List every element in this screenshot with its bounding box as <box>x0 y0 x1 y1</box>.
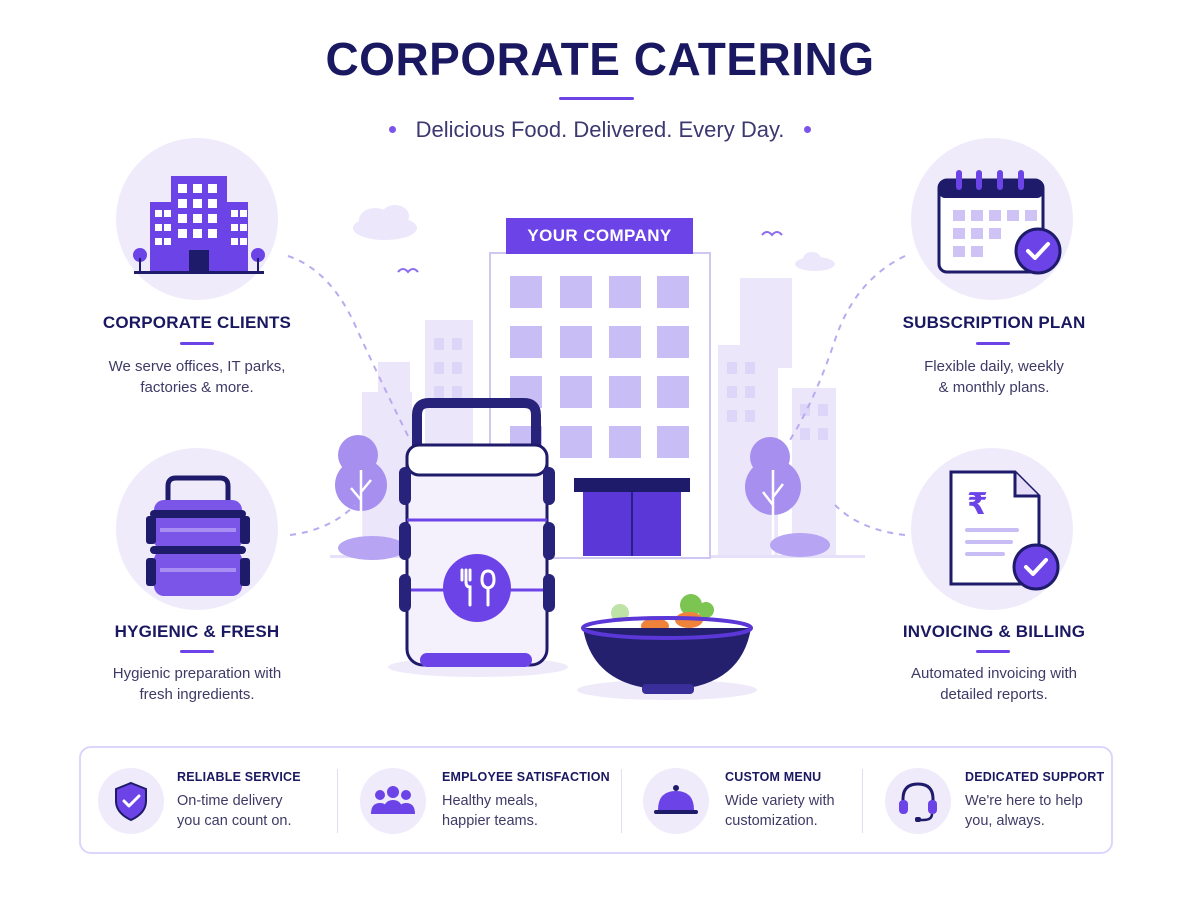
dedicated-support-desc-line-2: you, always. <box>965 813 1045 829</box>
corporate-clients-rule <box>180 342 214 345</box>
cloud-left <box>353 205 417 240</box>
title-underline <box>559 97 634 100</box>
custom-menu-desc-line-2: customization. <box>725 813 818 829</box>
subscription-plan-desc: Flexible daily, weekly & monthly plans. <box>874 356 1114 398</box>
bird-left-icon <box>397 268 419 274</box>
page-title: CORPORATE CATERING <box>325 33 875 85</box>
food-bowl <box>577 594 757 700</box>
employee-satisfaction-desc-line-2: happier teams. <box>442 813 538 829</box>
invoicing-billing-desc-line-2: detailed reports. <box>940 686 1048 703</box>
subscription-plan-title: SUBSCRIPTION PLAN <box>902 313 1086 332</box>
benefits-separator-2 <box>621 769 622 833</box>
dedicated-support-desc: We're here to help you, always. <box>965 791 1083 831</box>
company-sign <box>506 218 693 254</box>
shield-check-icon <box>115 781 147 822</box>
fork-spoon-icon <box>460 568 496 607</box>
tagline: Delicious Food. Delivered. Every Day. <box>0 117 1200 143</box>
tiffin-carrier <box>388 398 568 677</box>
custom-menu-desc-line-1: Wide variety with <box>725 793 835 809</box>
company-sign-text: YOUR COMPANY <box>527 226 672 245</box>
dedicated-support-title: DEDICATED SUPPORT <box>965 770 1105 784</box>
tree-right <box>745 437 830 557</box>
corporate-clients-title: CORPORATE CLIENTS <box>102 313 292 332</box>
hygienic-fresh-desc-line-1: Hygienic preparation with <box>112 665 282 682</box>
tiffin-box-icon <box>146 475 250 596</box>
invoicing-billing-desc: Automated invoicing with detailed report… <box>874 663 1114 705</box>
custom-menu-desc: Wide variety with customization. <box>725 791 835 831</box>
employee-satisfaction-desc-line-1: Healthy meals, <box>442 793 538 809</box>
subscription-plan-desc-line-1: Flexible daily, weekly <box>924 358 1064 375</box>
hygienic-fresh-rule <box>180 650 214 653</box>
tagline-text: Delicious Food. Delivered. Every Day. <box>415 117 785 142</box>
subscription-plan-rule <box>976 342 1010 345</box>
employee-satisfaction-title: EMPLOYEE SATISFACTION <box>442 770 610 784</box>
rupee-invoice-icon: ₹ <box>949 470 1060 591</box>
tagline-dot-right <box>804 125 812 133</box>
corporate-clients-desc-line-2: factories & more. <box>140 379 254 396</box>
reliable-service-title: RELIABLE SERVICE <box>177 770 301 784</box>
office-building-icon <box>133 176 265 274</box>
tagline-dot-left <box>388 125 396 133</box>
serving-cloche-icon <box>654 785 698 814</box>
headset-icon <box>899 782 937 822</box>
dedicated-support-desc-line-1: We're here to help <box>965 793 1083 809</box>
invoicing-billing-desc-line-1: Automated invoicing with <box>911 665 1077 682</box>
bird-right-icon <box>761 231 783 237</box>
custom-menu-title: CUSTOM MENU <box>725 770 822 784</box>
reliable-service-desc-line-2: you can count on. <box>177 813 292 829</box>
invoicing-billing-title: INVOICING & BILLING <box>902 622 1086 641</box>
people-group-icon <box>371 786 415 814</box>
benefits-separator-1 <box>337 769 338 833</box>
invoicing-billing-rule <box>976 650 1010 653</box>
benefits-separator-3 <box>862 769 863 833</box>
hygienic-fresh-desc: Hygienic preparation with fresh ingredie… <box>77 663 317 705</box>
hygienic-fresh-desc-line-2: fresh ingredients. <box>139 686 255 703</box>
subscription-plan-desc-line-2: & monthly plans. <box>938 379 1050 396</box>
hygienic-fresh-title: HYGIENIC & FRESH <box>114 622 280 641</box>
corporate-clients-desc: We serve offices, IT parks, factories & … <box>77 356 317 398</box>
corporate-clients-desc-line-1: We serve offices, IT parks, <box>108 358 286 375</box>
main-building <box>489 252 711 559</box>
tree-left <box>335 435 406 560</box>
svg-text:₹: ₹ <box>967 487 988 522</box>
reliable-service-desc: On-time delivery you can count on. <box>177 791 291 831</box>
dedicated-support-circle <box>885 768 951 834</box>
calendar-check-icon <box>937 170 1062 275</box>
cloud-right <box>795 252 835 271</box>
reliable-service-desc-line-1: On-time delivery <box>177 793 283 809</box>
employee-satisfaction-desc: Healthy meals, happier teams. <box>442 791 538 831</box>
